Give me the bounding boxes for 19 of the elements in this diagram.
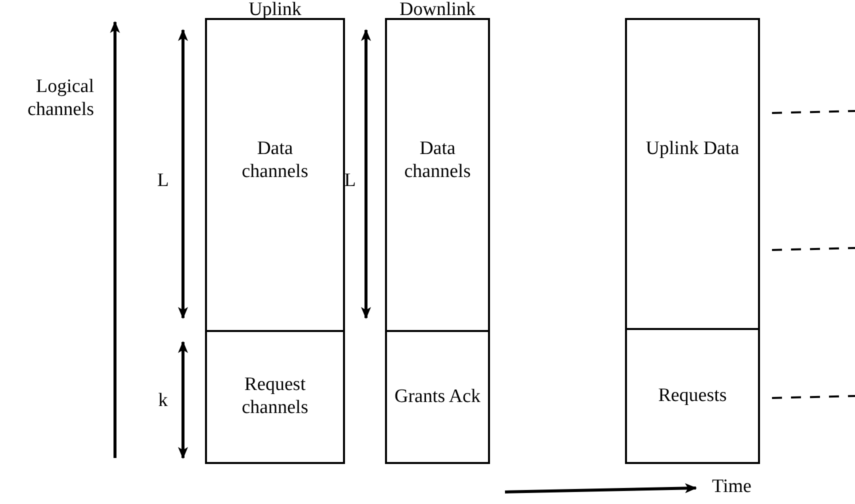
axis-label: L: [156, 170, 170, 193]
channel-box: [625, 328, 760, 464]
column-heading: Downlink: [398, 1, 476, 19]
box-text: Data channels: [240, 138, 310, 184]
channel-box: [205, 330, 345, 464]
channel-box: [205, 18, 345, 332]
channel-box: [385, 18, 490, 332]
axis-label: Time: [712, 476, 752, 499]
box-text: Data channels: [403, 138, 472, 184]
box-text: Request channels: [240, 374, 310, 420]
axis-label: Logical channels: [26, 76, 94, 122]
channel-box: [385, 330, 490, 464]
column-heading: Uplink: [248, 1, 302, 19]
box-text: Uplink Data: [646, 138, 740, 161]
axis-label: L: [343, 170, 357, 193]
box-text: Requests: [658, 384, 727, 408]
axis-label: k: [157, 390, 169, 413]
channel-box: [625, 18, 760, 330]
box-text: Grants Ack: [394, 386, 480, 408]
